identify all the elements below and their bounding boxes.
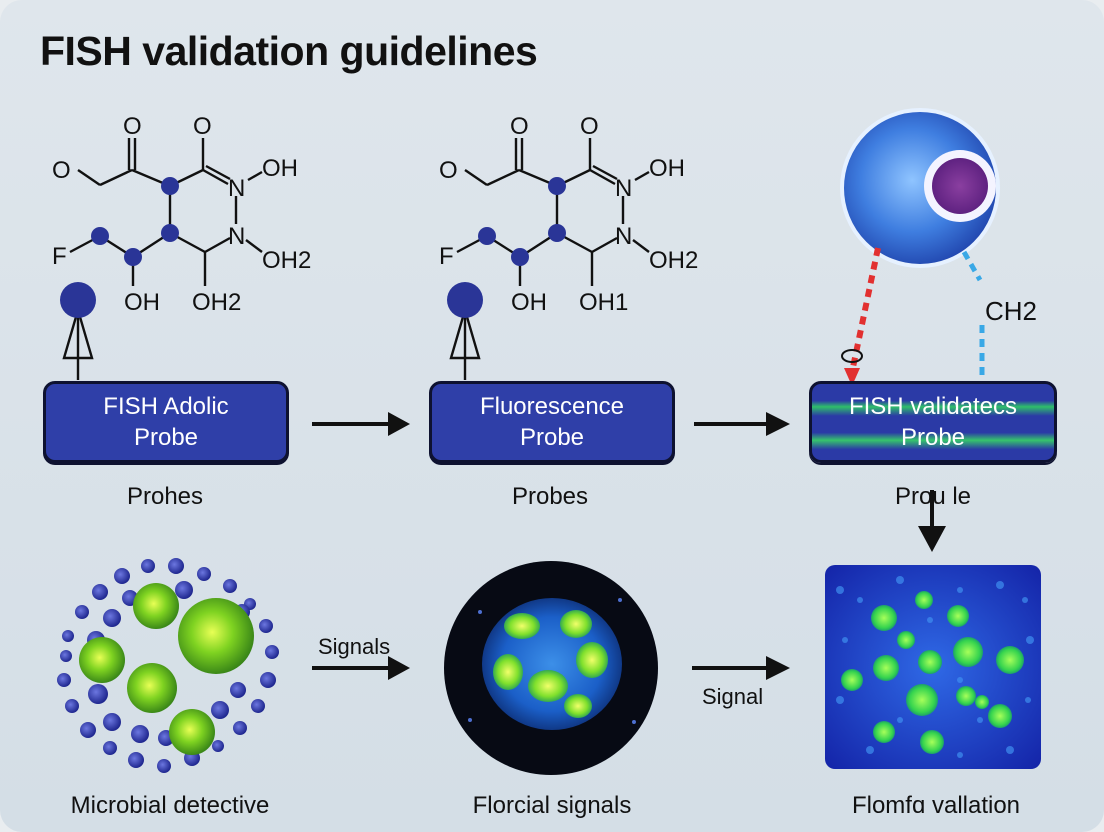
caption-validation: Flomfɑ vallation [851, 792, 1021, 819]
fluorescence-panel-image [825, 565, 1041, 769]
svg-text:OH1: OH1 [579, 289, 628, 316]
probe-caption-1: Prohes [126, 483, 204, 510]
svg-text:O: O [52, 157, 71, 184]
svg-text:O: O [123, 113, 142, 140]
svg-text:F: F [52, 243, 67, 270]
fluorescent-cell-image [444, 561, 658, 775]
svg-text:OH2: OH2 [649, 247, 698, 274]
probe-caption-2: Probes [511, 483, 589, 510]
arrow-label-signal: Signal [702, 684, 764, 709]
svg-text:N: N [228, 223, 245, 250]
svg-text:OH: OH [649, 155, 685, 182]
svg-text:O: O [580, 113, 599, 140]
svg-text:O: O [193, 113, 212, 140]
svg-text:OH: OH [124, 289, 160, 316]
svg-text:O: O [510, 113, 529, 140]
caption-microbial: Microbial detective [70, 792, 270, 819]
svg-text:OH2: OH2 [262, 247, 311, 274]
svg-text:O: O [439, 157, 458, 184]
svg-text:OH: OH [262, 155, 298, 182]
molecule-1-atoms [60, 177, 179, 318]
svg-text:N: N [615, 175, 632, 202]
nucleus-icon [932, 158, 988, 214]
arrow-label-signals: Signals [318, 634, 391, 659]
cell-label: CH2 [985, 296, 1038, 326]
caption-signals: Florcial signals [472, 792, 632, 819]
svg-text:F: F [439, 243, 454, 270]
blue-dashed-line-1 [961, 250, 983, 282]
svg-text:OH: OH [511, 289, 547, 316]
svg-text:OH2: OH2 [192, 289, 241, 316]
microbial-cluster-image [57, 558, 279, 773]
svg-text:N: N [228, 175, 245, 202]
page-title: FISH validation guidelines [40, 28, 538, 74]
cell-icon [840, 108, 1000, 268]
svg-text:N: N [615, 223, 632, 250]
